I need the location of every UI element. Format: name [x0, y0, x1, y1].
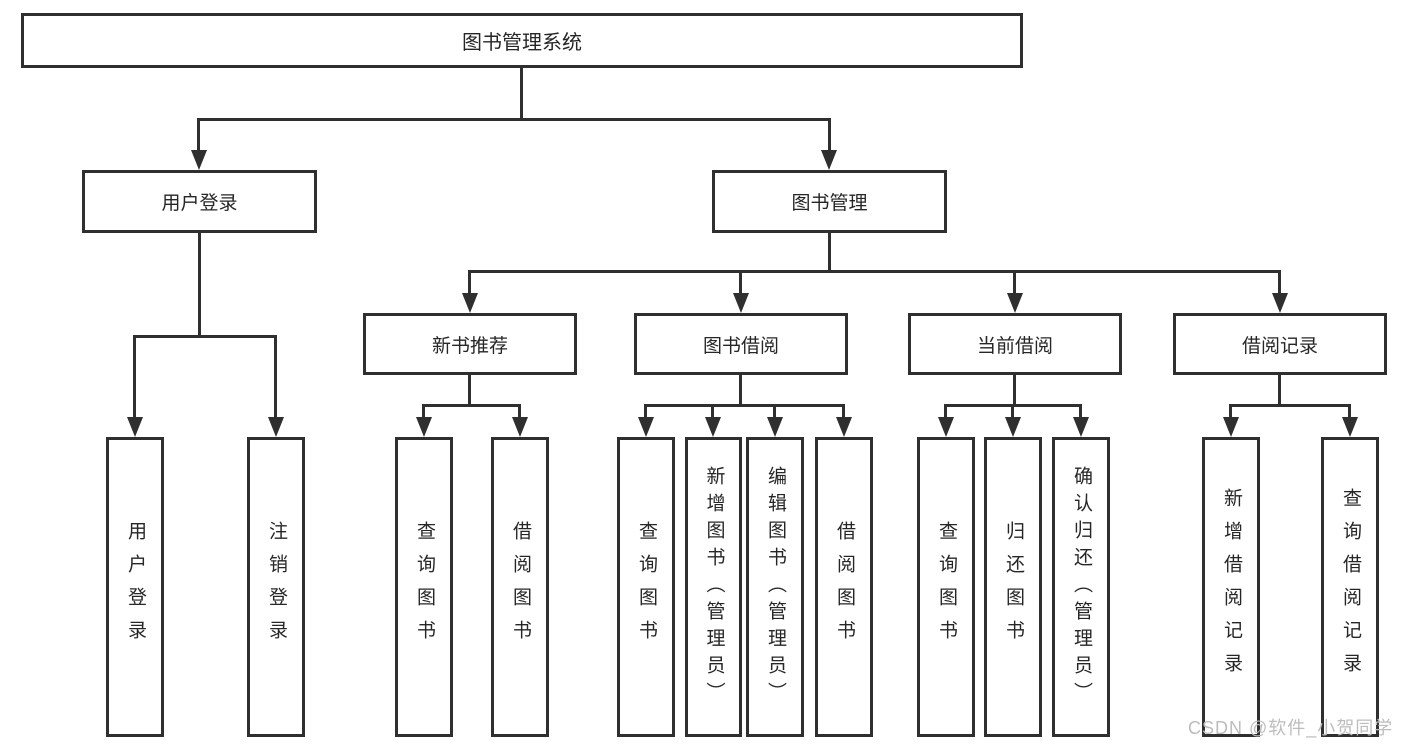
connector-line: [197, 118, 200, 152]
node-label: 新增图书（管理员）: [703, 465, 725, 709]
leaf-query-borrow-record: 查询借阅记录: [1321, 437, 1379, 737]
node-label: 借阅记录: [1241, 335, 1318, 357]
arrow-down-icon: [1342, 417, 1358, 437]
connector-line: [518, 404, 521, 420]
connector-line: [198, 118, 831, 121]
arrow-down-icon: [1223, 417, 1239, 437]
arrow-down-icon: [191, 150, 207, 170]
watermark: CSDN @软件_小贺同学: [1188, 718, 1394, 738]
node-label: 编辑图书（管理员）: [764, 465, 786, 709]
leaf-query-books-borrowing: 查询图书: [617, 437, 675, 737]
leaf-user-login: 用户登录: [106, 437, 164, 737]
connector-line: [828, 233, 831, 273]
node-current-borrowing: 当前借阅: [908, 313, 1122, 375]
node-label: 图书管理: [791, 193, 868, 214]
connector-line: [1229, 404, 1232, 420]
arrow-down-icon: [416, 417, 432, 437]
leaf-borrow-books-recommend: 借阅图书: [491, 437, 549, 737]
arrow-down-icon: [821, 150, 837, 170]
arrow-down-icon: [705, 417, 721, 437]
connector-line: [1348, 404, 1351, 420]
connector-line: [468, 270, 471, 296]
node-label: 借阅图书: [509, 521, 531, 653]
node-label: 归还图书: [1002, 521, 1024, 653]
node-label: 新增借阅记录: [1220, 488, 1242, 686]
node-label: 查询图书: [935, 521, 957, 653]
arrow-down-icon: [1272, 293, 1288, 313]
connector-line: [1079, 404, 1082, 420]
arrow-down-icon: [1073, 417, 1089, 437]
node-library-system: 图书管理系统: [21, 13, 1023, 68]
connector-line: [739, 375, 742, 406]
arrow-down-icon: [127, 417, 143, 437]
connector-line: [468, 375, 471, 406]
connector-line: [644, 404, 845, 407]
connector-line: [274, 335, 277, 420]
arrow-down-icon: [512, 417, 528, 437]
node-label: 借阅图书: [833, 521, 855, 653]
leaf-confirm-return-admin: 确认归还（管理员）: [1052, 437, 1110, 737]
connector-line: [1229, 404, 1351, 407]
connector-line: [1011, 404, 1014, 420]
node-label: 查询图书: [413, 521, 435, 653]
connector-line: [133, 335, 136, 420]
leaf-query-books-current: 查询图书: [917, 437, 975, 737]
node-label: 当前借阅: [976, 335, 1053, 357]
leaf-edit-book-admin: 编辑图书（管理员）: [746, 437, 804, 737]
connector-line: [1013, 270, 1016, 296]
leaf-query-books-recommend: 查询图书: [395, 437, 453, 737]
connector-line: [773, 404, 776, 420]
connector-line: [468, 270, 1281, 273]
arrow-down-icon: [1007, 293, 1023, 313]
connector-line: [944, 404, 947, 420]
connector-line: [644, 404, 647, 420]
node-label: 用户登录: [161, 193, 238, 214]
arrow-down-icon: [268, 417, 284, 437]
node-label: 确认归还（管理员）: [1070, 465, 1092, 709]
node-label: 新书推荐: [431, 335, 508, 357]
node-user-login: 用户登录: [82, 170, 317, 233]
connector-line: [133, 335, 277, 338]
leaf-borrow-books-borrowing: 借阅图书: [815, 437, 873, 737]
connector-line: [198, 233, 201, 338]
node-borrowing-records: 借阅记录: [1173, 313, 1387, 375]
arrow-down-icon: [836, 417, 852, 437]
node-label: 查询借阅记录: [1339, 488, 1361, 686]
arrow-down-icon: [938, 417, 954, 437]
connector-line: [422, 404, 521, 407]
connector-line: [739, 270, 742, 296]
connector-line: [422, 404, 425, 420]
leaf-return-book: 归还图书: [984, 437, 1042, 737]
connector-line: [1278, 270, 1281, 296]
leaf-add-borrow-record: 新增借阅记录: [1202, 437, 1260, 737]
node-new-book-recommend: 新书推荐: [363, 313, 577, 375]
node-label: 图书借阅: [702, 335, 779, 357]
connector-line: [842, 404, 845, 420]
node-label: 注销登录: [265, 521, 287, 653]
leaf-logout: 注销登录: [247, 437, 305, 737]
node-book-borrowing: 图书借阅: [634, 313, 848, 375]
connector-line: [828, 118, 831, 152]
connector-line: [520, 68, 523, 121]
arrow-down-icon: [733, 293, 749, 313]
arrow-down-icon: [767, 417, 783, 437]
node-label: 图书管理系统: [462, 32, 582, 54]
arrow-down-icon: [462, 293, 478, 313]
arrow-down-icon: [1005, 417, 1021, 437]
connector-line: [711, 404, 714, 420]
connector-line: [1278, 375, 1281, 406]
node-label: 用户登录: [124, 521, 146, 653]
node-label: 查询图书: [635, 521, 657, 653]
node-book-management: 图书管理: [712, 170, 947, 233]
arrow-down-icon: [638, 417, 654, 437]
leaf-add-book-admin: 新增图书（管理员）: [685, 437, 742, 737]
connector-line: [1013, 375, 1016, 406]
